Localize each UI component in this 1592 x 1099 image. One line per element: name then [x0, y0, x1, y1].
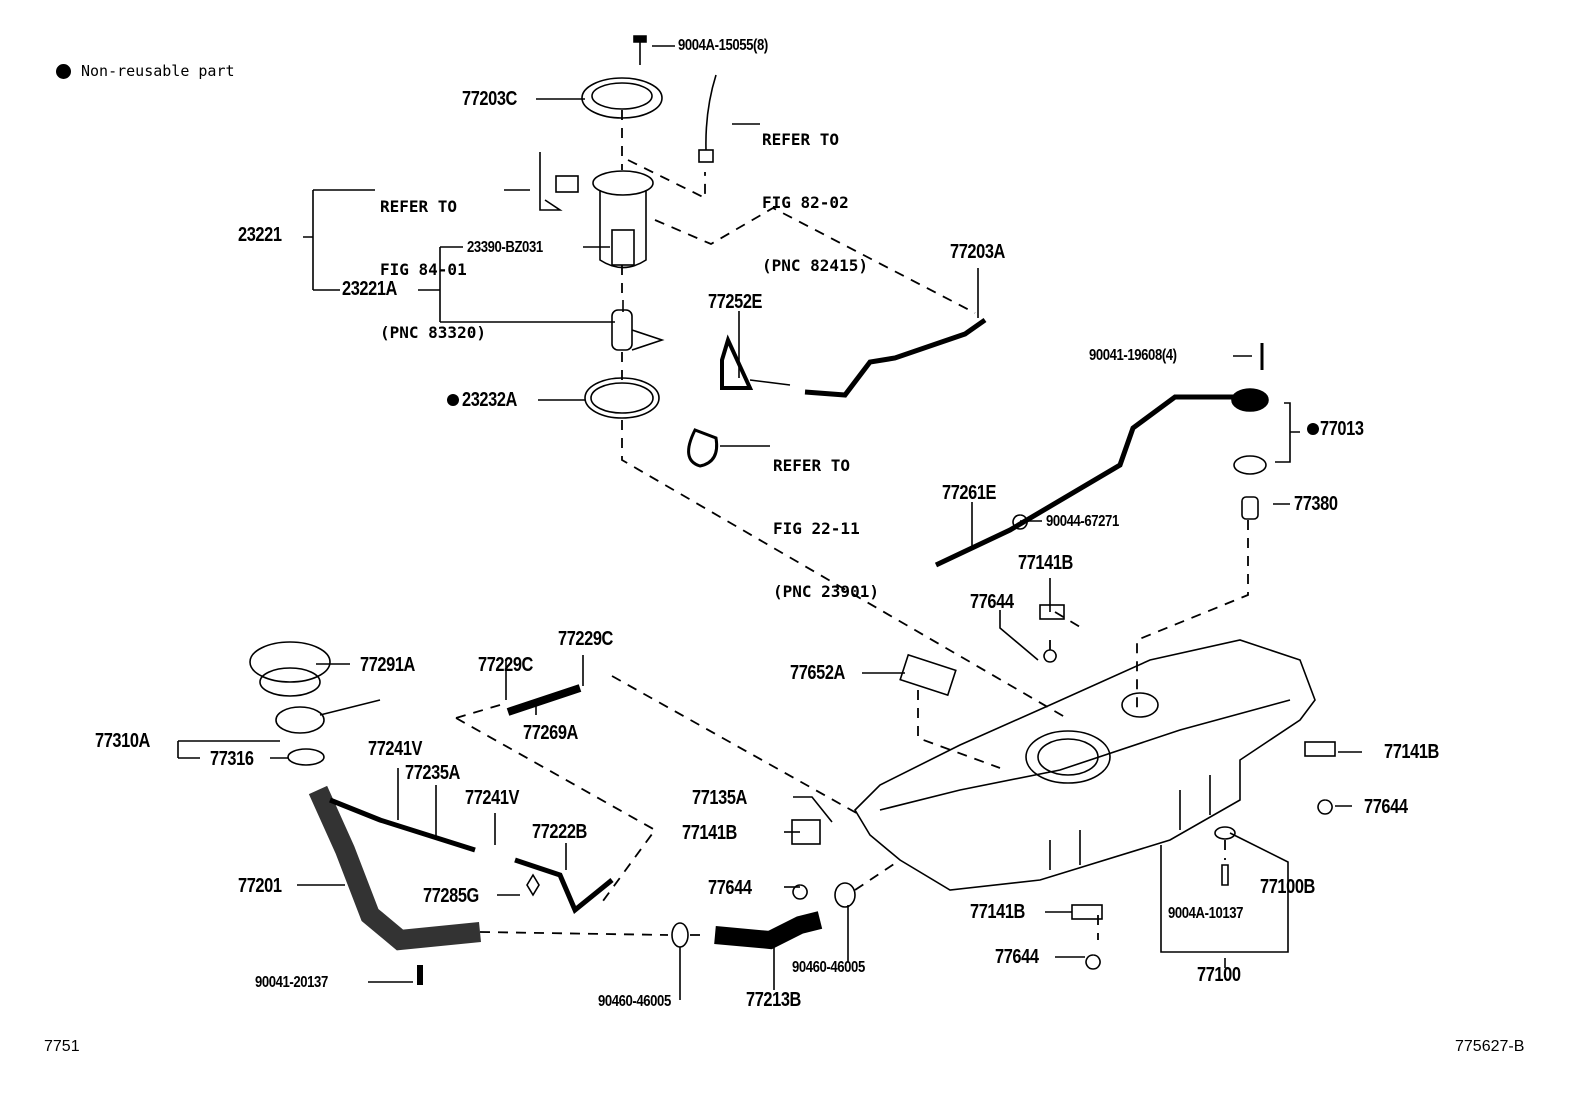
part-callout-77141B[interactable]: 77141B	[1018, 552, 1073, 574]
vent-tube-drawing	[934, 394, 1240, 568]
gasket-drawing	[584, 377, 660, 419]
part-callout-77141B[interactable]: 77141B	[1384, 741, 1439, 763]
assembly-lines	[455, 110, 1249, 940]
part-callout-77229C[interactable]: 77229C	[558, 628, 613, 650]
breather-pipe-drawing	[329, 797, 476, 853]
reference-line: REFER TO	[380, 197, 458, 216]
fuel-tank-drawing	[853, 639, 1316, 891]
part-callout-77203A[interactable]: 77203A	[950, 241, 1005, 263]
figure-code-left: 7751	[44, 1038, 80, 1055]
part-callout-77100[interactable]: 77100	[1197, 964, 1241, 986]
hose-77222B-drawing	[514, 857, 614, 915]
part-callout-9004A-15055[interactable]: 9004A-15055(8)	[678, 37, 768, 54]
harness-drawing	[705, 74, 717, 151]
filler-pipe-drawing	[308, 785, 481, 951]
fuel-tube-drawing	[804, 317, 987, 398]
part-callout-77222B[interactable]: 77222B	[532, 821, 587, 843]
legend: Non-reusable part	[56, 62, 235, 80]
bracket-drawings	[791, 604, 1336, 970]
part-callout-77652A[interactable]: 77652A	[790, 662, 845, 684]
part-callout-90460-46005[interactable]: 90460-46005	[598, 993, 671, 1010]
figure-code-right: 775627-B	[1455, 1038, 1525, 1055]
legend-text: Non-reusable part	[81, 62, 235, 80]
non-reusable-marker	[447, 394, 459, 406]
part-callout-77285G[interactable]: 77285G	[423, 885, 479, 907]
hose-77269A-drawing	[506, 684, 582, 716]
part-callout-77291A[interactable]: 77291A	[360, 654, 415, 676]
part-callout-77229C[interactable]: 77229C	[478, 654, 533, 676]
part-callout-77100B[interactable]: 77100B	[1260, 876, 1315, 898]
part-callout-77013[interactable]: 77013	[1320, 418, 1364, 440]
vent-valve-drawing	[1231, 388, 1269, 412]
reference-line: FIG 82-02	[762, 193, 849, 212]
part-callout-77380[interactable]: 77380	[1294, 493, 1338, 515]
part-callout-77310A[interactable]: 77310A	[95, 730, 150, 752]
part-callout-77644[interactable]: 77644	[995, 946, 1039, 968]
reference-line: REFER TO	[773, 456, 851, 475]
part-callout-23390-BZ031[interactable]: 23390-BZ031	[467, 239, 543, 256]
connector-drawing	[698, 149, 714, 163]
reference-line: FIG 84-01	[380, 260, 467, 279]
part-callout-77241V[interactable]: 77241V	[368, 738, 423, 760]
reference-note-fig-84-01[interactable]: REFER TO FIG 84-01 (PNC 83320)	[380, 154, 486, 385]
part-callout-77252E[interactable]: 77252E	[708, 291, 763, 313]
part-callout-90041-19608[interactable]: 90041-19608(4)	[1089, 347, 1177, 364]
reference-line: (PNC 82415)	[762, 256, 868, 275]
filler-parts-drawing	[249, 641, 381, 766]
part-callout-77135A[interactable]: 77135A	[692, 787, 747, 809]
clamp-drawing-a	[671, 922, 689, 948]
clip-77285G-drawing	[526, 873, 540, 897]
reference-line: REFER TO	[762, 130, 840, 149]
part-callout-90041-20137[interactable]: 90041-20137	[255, 974, 328, 991]
part-callout-77213B[interactable]: 77213B	[746, 989, 801, 1011]
part-callout-77141B[interactable]: 77141B	[970, 901, 1025, 923]
non-reusable-marker	[1307, 423, 1319, 435]
reference-line: (PNC 23901)	[773, 582, 879, 601]
part-callout-77269A[interactable]: 77269A	[523, 722, 578, 744]
reference-line: FIG 22-11	[773, 519, 860, 538]
pump-cover-drawing	[581, 35, 663, 119]
part-callout-23221A[interactable]: 23221A	[342, 278, 397, 300]
part-callout-77316[interactable]: 77316	[210, 748, 254, 770]
valve-gasket-drawing	[1233, 455, 1267, 475]
reference-line: (PNC 83320)	[380, 323, 486, 342]
part-callout-23221[interactable]: 23221	[238, 224, 282, 246]
part-callout-90460-46005[interactable]: 90460-46005	[792, 959, 865, 976]
part-callout-77201[interactable]: 77201	[238, 875, 282, 897]
reference-note-fig-82-02[interactable]: REFER TO FIG 82-02 (PNC 82415)	[762, 87, 868, 318]
part-callout-77141B[interactable]: 77141B	[682, 822, 737, 844]
quick-connector-drawing	[687, 334, 791, 468]
part-callout-77644[interactable]: 77644	[708, 877, 752, 899]
clamp-drawing	[1012, 514, 1028, 530]
leader-lines	[177, 45, 1362, 1000]
part-callout-90044-67271[interactable]: 90044-67271	[1046, 513, 1119, 530]
part-callout-9004A-10137[interactable]: 9004A-10137	[1168, 905, 1244, 922]
non-reusable-dot-icon	[56, 63, 71, 79]
part-callout-77644[interactable]: 77644	[1364, 796, 1408, 818]
part-callout-77235A[interactable]: 77235A	[405, 762, 460, 784]
part-callout-77644[interactable]: 77644	[970, 591, 1014, 613]
part-callout-77261E[interactable]: 77261E	[942, 482, 997, 504]
clamp-drawing-b	[834, 882, 856, 908]
part-callout-77203C[interactable]: 77203C	[462, 88, 517, 110]
valve-grommet-drawing	[1241, 496, 1259, 520]
hose-77213B-drawing	[714, 911, 823, 950]
part-callout-77241V[interactable]: 77241V	[465, 787, 520, 809]
part-callout-23232A[interactable]: 23232A	[462, 389, 517, 411]
reference-note-fig-22-11[interactable]: REFER TO FIG 22-11 (PNC 23901)	[773, 413, 879, 644]
fuel-pump-drawing	[539, 152, 665, 351]
